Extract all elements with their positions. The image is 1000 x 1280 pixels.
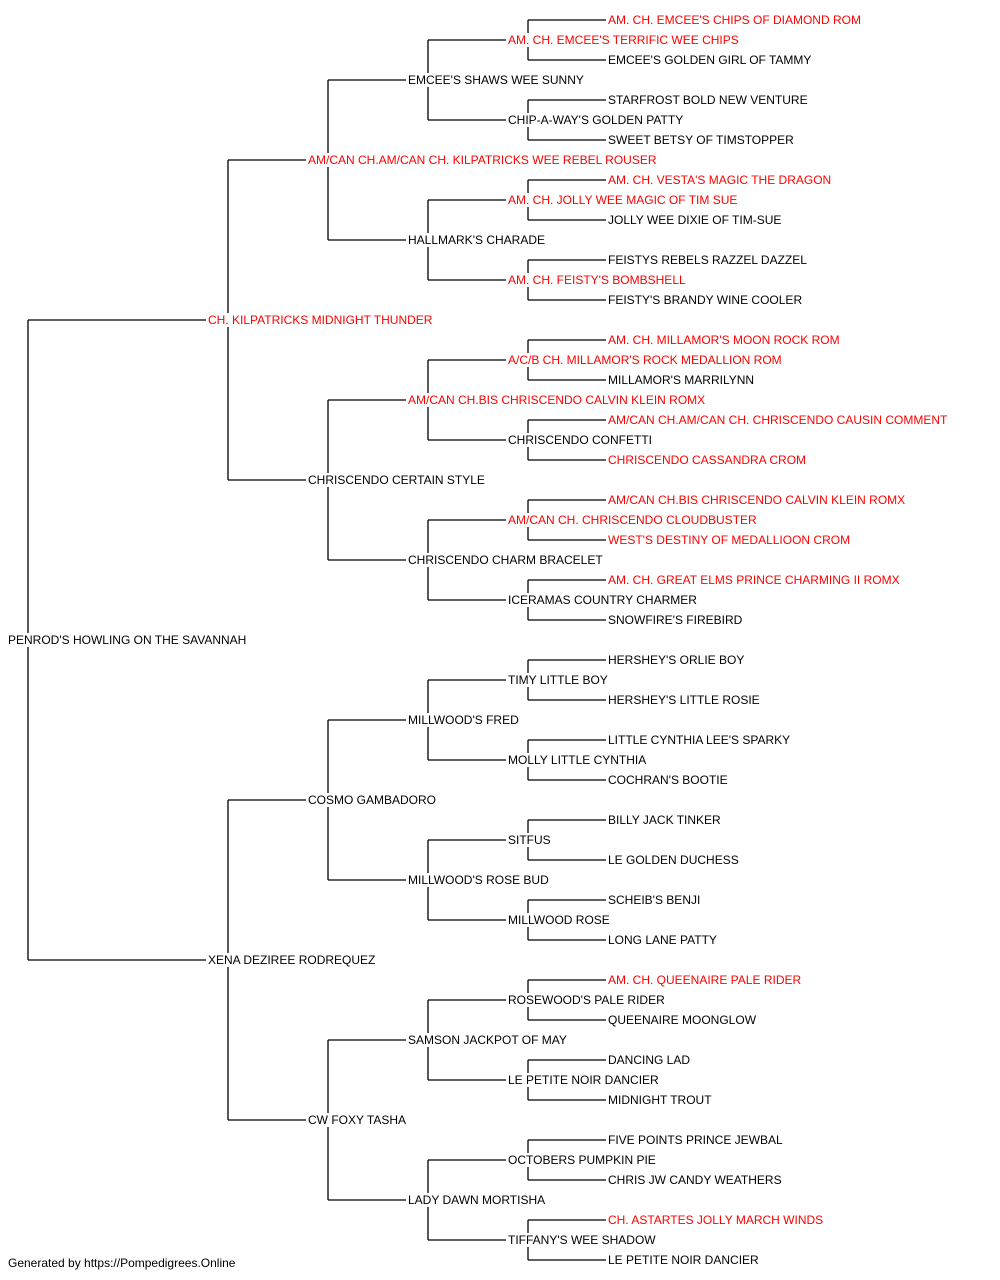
dog-name: JOLLY WEE DIXIE OF TIM-SUE: [608, 213, 781, 227]
champion-dog-name: AM/CAN CH.AM/CAN CH. KILPATRICKS WEE REB…: [308, 153, 657, 167]
dog-name: MOLLY LITTLE CYNTHIA: [508, 753, 646, 767]
champion-dog-name: AM. CH. GREAT ELMS PRINCE CHARMING II RO…: [608, 573, 900, 587]
dog-name: LE PETITE NOIR DANCIER: [608, 1253, 759, 1267]
champion-dog-name: AM/CAN CH.BIS CHRISCENDO CALVIN KLEIN RO…: [608, 493, 905, 507]
dog-name: SCHEIB'S BENJI: [608, 893, 700, 907]
dog-name: FEISTY'S BRANDY WINE COOLER: [608, 293, 802, 307]
dog-name: QUEENAIRE MOONGLOW: [608, 1013, 757, 1027]
dog-name: LE PETITE NOIR DANCIER: [508, 1073, 659, 1087]
dog-name: HERSHEY'S LITTLE ROSIE: [608, 693, 760, 707]
dog-name: SNOWFIRE'S FIREBIRD: [608, 613, 743, 627]
dog-name: FEISTYS REBELS RAZZEL DAZZEL: [608, 253, 807, 267]
champion-dog-name: AM. CH. FEISTY'S BOMBSHELL: [508, 273, 686, 287]
dog-name: SWEET BETSY OF TIMSTOPPER: [608, 133, 794, 147]
dog-name: CHRIS JW CANDY WEATHERS: [608, 1173, 782, 1187]
dog-name: XENA DEZIREE RODREQUEZ: [208, 953, 375, 967]
dog-name: LADY DAWN MORTISHA: [408, 1193, 545, 1207]
dog-name: CW FOXY TASHA: [308, 1113, 406, 1127]
dog-name: STARFROST BOLD NEW VENTURE: [608, 93, 808, 107]
dog-name: COSMO GAMBADORO: [308, 793, 436, 807]
champion-dog-name: AM/CAN CH.AM/CAN CH. CHRISCENDO CAUSIN C…: [608, 413, 948, 427]
dog-name: TIFFANY'S WEE SHADOW: [508, 1233, 656, 1247]
dog-name: COCHRAN'S BOOTIE: [608, 773, 728, 787]
dog-name: CHIP-A-WAY'S GOLDEN PATTY: [508, 113, 683, 127]
dog-name: MILLAMOR'S MARRILYNN: [608, 373, 754, 387]
footer-credit: Generated by https://Pompedigrees.Online: [8, 1256, 236, 1270]
dog-name: SITFUS: [508, 833, 551, 847]
champion-dog-name: A/C/B CH. MILLAMOR'S ROCK MEDALLION ROM: [508, 353, 782, 367]
dog-name: MILLWOOD ROSE: [508, 913, 610, 927]
champion-dog-name: AM. CH. MILLAMOR'S MOON ROCK ROM: [608, 333, 840, 347]
dog-name: CHRISCENDO CHARM BRACELET: [408, 553, 603, 567]
dog-name: FIVE POINTS PRINCE JEWBAL: [608, 1133, 783, 1147]
champion-dog-name: AM/CAN CH. CHRISCENDO CLOUDBUSTER: [508, 513, 757, 527]
dog-name: EMCEE'S GOLDEN GIRL OF TAMMY: [608, 53, 811, 67]
champion-dog-name: AM. CH. VESTA'S MAGIC THE DRAGON: [608, 173, 831, 187]
dog-name: DANCING LAD: [608, 1053, 690, 1067]
champion-dog-name: CH. KILPATRICKS MIDNIGHT THUNDER: [208, 313, 433, 327]
dog-name: LITTLE CYNTHIA LEE'S SPARKY: [608, 733, 790, 747]
champion-dog-name: AM. CH. JOLLY WEE MAGIC OF TIM SUE: [508, 193, 737, 207]
dog-name: MILLWOOD'S FRED: [408, 713, 519, 727]
dog-name: TIMY LITTLE BOY: [508, 673, 608, 687]
dog-name: OCTOBERS PUMPKIN PIE: [508, 1153, 656, 1167]
dog-name: MIDNIGHT TROUT: [608, 1093, 712, 1107]
dog-name: PENROD'S HOWLING ON THE SAVANNAH: [8, 633, 246, 647]
dog-name: HALLMARK'S CHARADE: [408, 233, 545, 247]
dog-name: ICERAMAS COUNTRY CHARMER: [508, 593, 697, 607]
dog-name: BILLY JACK TINKER: [608, 813, 721, 827]
dog-name: SAMSON JACKPOT OF MAY: [408, 1033, 567, 1047]
dog-name: ROSEWOOD'S PALE RIDER: [508, 993, 665, 1007]
champion-dog-name: AM. CH. EMCEE'S CHIPS OF DIAMOND ROM: [608, 13, 861, 27]
champion-dog-name: AM/CAN CH.BIS CHRISCENDO CALVIN KLEIN RO…: [408, 393, 705, 407]
dog-name: HERSHEY'S ORLIE BOY: [608, 653, 744, 667]
dog-name: CHRISCENDO CONFETTI: [508, 433, 652, 447]
champion-dog-name: CHRISCENDO CASSANDRA CROM: [608, 453, 806, 467]
dog-name: CHRISCENDO CERTAIN STYLE: [308, 473, 485, 487]
dog-name: LE GOLDEN DUCHESS: [608, 853, 739, 867]
champion-dog-name: AM. CH. EMCEE'S TERRIFIC WEE CHIPS: [508, 33, 739, 47]
champion-dog-name: WEST'S DESTINY OF MEDALLIOON CROM: [608, 533, 850, 547]
dog-name: EMCEE'S SHAWS WEE SUNNY: [408, 73, 584, 87]
dog-name: MILLWOOD'S ROSE BUD: [408, 873, 549, 887]
champion-dog-name: AM. CH. QUEENAIRE PALE RIDER: [608, 973, 801, 987]
champion-dog-name: CH. ASTARTES JOLLY MARCH WINDS: [608, 1213, 823, 1227]
dog-name: LONG LANE PATTY: [608, 933, 717, 947]
